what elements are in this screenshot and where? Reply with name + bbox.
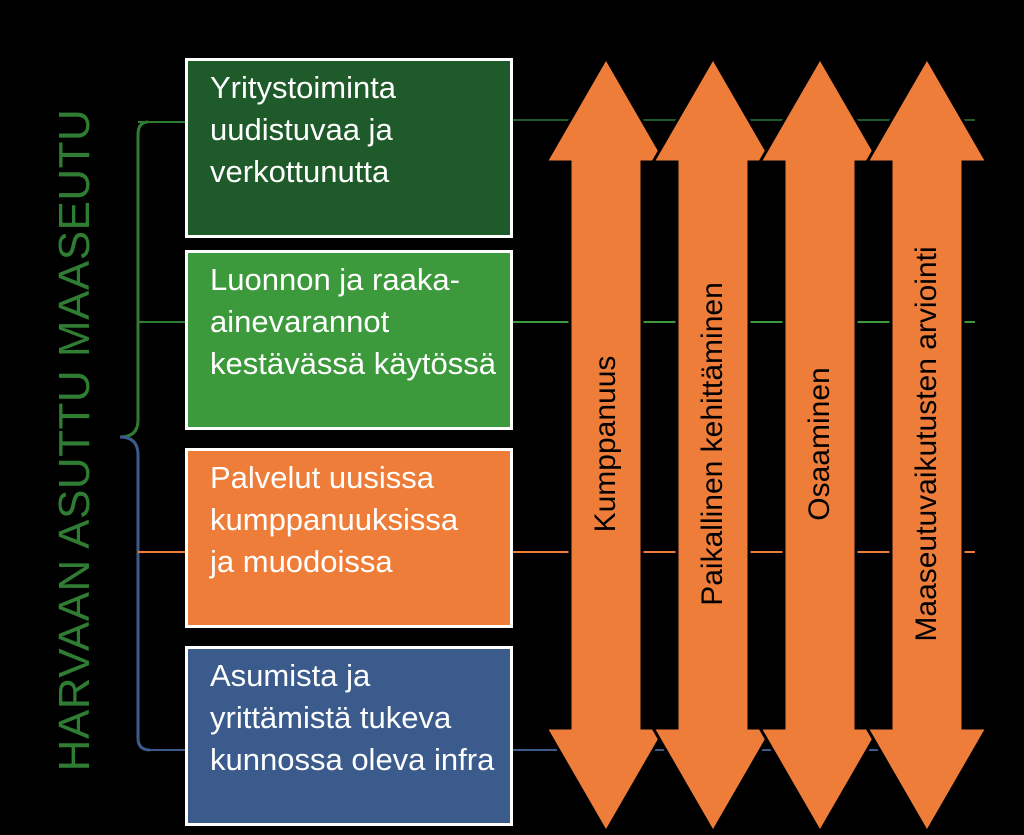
double-arrow-1 <box>543 54 669 835</box>
bracket-upper <box>119 120 149 439</box>
bracket-lower <box>119 435 151 752</box>
arrow-label-maaseutuvaikutusten-arviointi: Maaseutuvaikutusten arviointi <box>910 246 943 642</box>
box-line: Luonnon ja raaka- <box>210 262 460 297</box>
box-line: kunnossa oleva infra <box>210 742 495 777</box>
arrow-label-kumppanuus: Kumppanuus <box>589 355 622 533</box>
box-infra: Asumista ja yrittämistä tukeva kunnossa … <box>185 646 513 826</box>
double-arrow-2 <box>650 54 776 835</box>
box-line: Asumista ja <box>210 658 371 693</box>
box-line: ja muodoissa <box>210 544 393 579</box>
double-arrow-3 <box>757 54 883 835</box>
box-line: kestävässä käytössä <box>210 346 497 381</box>
arrow-label-osaaminen: Osaaminen <box>803 367 836 521</box>
box-line: ainevarannot <box>210 304 390 339</box>
box-palvelut: Palvelut uusissa kumppanuuksissa ja muod… <box>185 448 513 628</box>
arrow-label-paikallinen-kehittaminen: Paikallinen kehittäminen <box>696 282 729 606</box>
box-yritystoiminta: Yritystoiminta uudistuvaa ja verkottunut… <box>185 58 513 238</box>
double-arrow-4 <box>864 54 990 835</box>
box-line: kumppanuuksissa <box>210 502 459 537</box>
side-title: HARVAAN ASUTTU MAASEUTU <box>50 108 99 772</box>
box-line: Yritystoiminta <box>210 70 397 105</box>
box-line: verkottunutta <box>210 154 390 189</box>
box-line: yrittämistä tukeva <box>210 700 452 735</box>
box-luonnonvarat: Luonnon ja raaka- ainevarannot kestäväss… <box>185 250 513 430</box>
box-line: Palvelut uusissa <box>210 460 435 495</box>
arrows-group <box>543 54 990 835</box>
box-line: uudistuvaa ja <box>210 112 393 147</box>
